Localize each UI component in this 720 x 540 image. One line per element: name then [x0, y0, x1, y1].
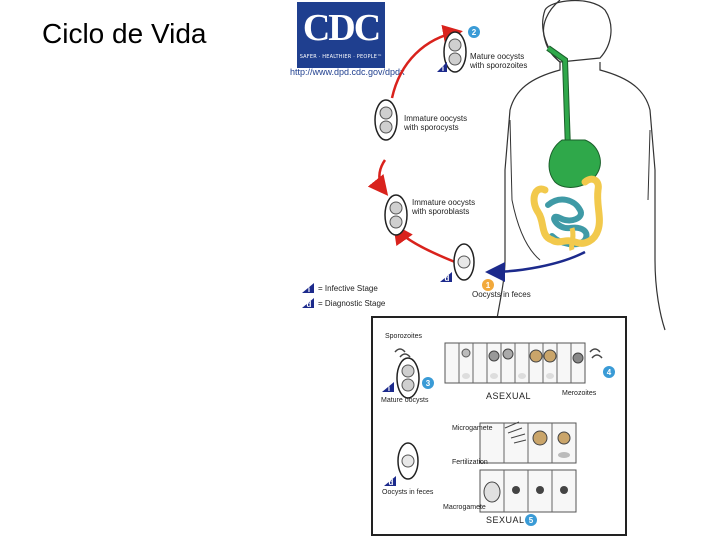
oocyst-in-feces [453, 243, 475, 281]
label-asexual: ASEXUAL [486, 391, 531, 401]
stomach [548, 139, 601, 188]
badge-stage-5: 5 [525, 514, 537, 526]
badge-stage-2: 2 [468, 26, 480, 38]
label-sporozoites: Sporozoites [385, 333, 422, 340]
oocyst-immature-sporoblasts [384, 194, 408, 236]
cycle-arrow-top [390, 24, 463, 99]
lower-oocyst-mature [396, 357, 420, 399]
label-immature-sporocysts-line2: with sporocysts [403, 123, 459, 132]
badge-infective-top-label: i [442, 64, 444, 73]
label-mature-sporozoites-line2: with sporozoites [469, 61, 527, 70]
oocyst-immature-sporocysts [374, 99, 398, 141]
label-sexual: SEXUAL [486, 515, 525, 525]
human-head-outline [542, 0, 612, 63]
oocyst-mature-sporozoites [443, 31, 467, 73]
badge-stage-4-label: 4 [607, 368, 612, 377]
badge-stage-2-label: 2 [472, 28, 477, 37]
badge-stage-5-label: 5 [529, 516, 534, 525]
cdc-logo: CDC SAFER · HEALTHIER · PEOPLE™ [297, 2, 385, 68]
badge-infective-lower-label: i [388, 384, 390, 393]
label-mature-oocysts: Mature oocysts [381, 397, 429, 404]
sexual-cell-row-top [479, 422, 577, 464]
label-mature-sporozoites: Mature oocysts with sporozoites [469, 52, 527, 70]
lower-oocyst-feces [397, 442, 419, 480]
asexual-cell-row [444, 342, 586, 384]
label-oocysts-in-feces: Oocysts in feces [472, 290, 531, 299]
label-fertilization: Fertilization [452, 459, 488, 466]
sporozoites-icon [394, 348, 411, 358]
source-url: http://www.dpd.cdc.gov/dpdx [290, 67, 405, 77]
badge-stage-4: 4 [603, 366, 615, 378]
label-macrogamete: Macrogamete [443, 504, 486, 511]
cycle-arrow-left [367, 159, 389, 196]
badge-diagnostic-top: d [440, 272, 452, 283]
human-arm-outline [509, 119, 651, 261]
badge-stage-3-label: 3 [426, 379, 431, 388]
badge-stage-1-label: 1 [486, 281, 491, 290]
esophagus-fill [546, 46, 570, 151]
legend-infective-marker: i [308, 285, 310, 294]
blue-arrow-to-feces [485, 250, 586, 282]
label-immature-sporoblasts-line2: with sporoblasts [411, 207, 469, 216]
cdc-logo-letters: CDC [302, 7, 381, 49]
label-lower-oocysts-feces: Oocysts in feces [382, 489, 434, 496]
merozoites-icon [589, 348, 603, 359]
badge-diagnostic-lower-label: d [389, 478, 394, 487]
label-mature-sporozoites-line1: Mature oocysts [470, 52, 524, 61]
label-immature-sporoblasts-line1: Immature oocysts [412, 198, 475, 207]
badge-diagnostic-top-label: d [445, 274, 450, 283]
slide-title: Ciclo de Vida [42, 18, 207, 49]
label-merozoites: Merozoites [562, 390, 597, 397]
label-immature-sporocysts: Immature oocysts with sporocysts [403, 114, 469, 132]
legend-diagnostic-marker: d [307, 300, 312, 309]
rectum [569, 227, 576, 251]
microgametes [504, 421, 527, 444]
legend-infective-label: = Infective Stage [318, 284, 378, 293]
large-intestine [530, 175, 603, 247]
badge-stage-3: 3 [422, 377, 434, 389]
sexual-cell-row-bottom [479, 469, 577, 513]
cdc-logo-tagline: SAFER · HEALTHIER · PEOPLE™ [299, 54, 383, 60]
badge-stage-1: 1 [482, 279, 494, 291]
legend: i = Infective Stage d = Diagnostic Stage [302, 283, 386, 309]
label-immature-sporoblasts: Immature oocysts with sporoblasts [411, 198, 477, 216]
label-immature-sporocysts-line1: Immature oocysts [404, 114, 467, 123]
badge-infective-top: i [437, 62, 447, 73]
label-microgamete: Microgamete [452, 425, 493, 432]
badge-diagnostic-lower: d [384, 476, 396, 487]
badge-infective-lower: i [382, 382, 394, 393]
legend-diagnostic: d = Diagnostic Stage [302, 298, 386, 309]
legend-diagnostic-label: = Diagnostic Stage [318, 299, 386, 308]
cycle-arrow-bottom [393, 223, 456, 264]
legend-infective: i = Infective Stage [302, 283, 378, 294]
